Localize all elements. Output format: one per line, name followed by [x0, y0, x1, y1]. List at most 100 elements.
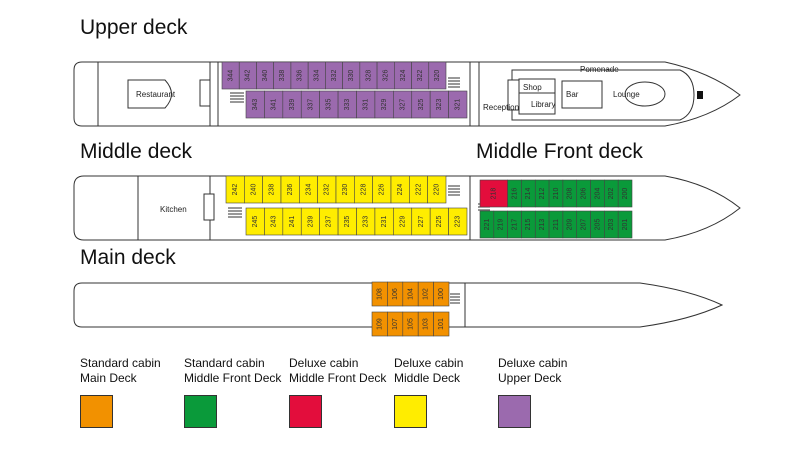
cabin-number: 207 [580, 219, 587, 231]
cabin-number: 241 [289, 216, 296, 228]
cabin-number: 342 [245, 70, 252, 82]
cabin-number: 326 [383, 70, 390, 82]
cabin-number: 230 [342, 184, 349, 196]
reception-label: Reception [483, 103, 519, 112]
cabin-number: 210 [553, 188, 560, 200]
cabin-number: 341 [270, 99, 277, 111]
cabin-number: 239 [307, 216, 314, 228]
legend-line1: Deluxe cabin [394, 356, 464, 370]
cabin-number: 330 [348, 70, 355, 82]
legend-swatch [498, 395, 531, 428]
cabin-number: 324 [400, 70, 407, 82]
cabin-number: 108 [377, 288, 384, 300]
cabin-number: 228 [360, 184, 367, 196]
legend-line1: Standard cabin [184, 356, 265, 370]
cabin-number: 336 [296, 70, 303, 82]
cabin-number: 204 [594, 188, 601, 200]
cabin-number: 332 [331, 70, 338, 82]
main-deck-title: Main deck [80, 246, 176, 269]
cabin-number: 339 [289, 99, 296, 111]
cabin-number: 240 [250, 184, 257, 196]
legend-swatch [80, 395, 113, 428]
cabin-number: 215 [525, 219, 532, 231]
cabin-number: 242 [232, 184, 239, 196]
legend-deluxe-upper: Deluxe cabin Upper Deck [498, 356, 608, 428]
legend-line2: Main Deck [80, 371, 137, 385]
legend-swatch [289, 395, 322, 428]
legend-line2: Middle Front Deck [184, 371, 282, 385]
cabin-number: 109 [377, 318, 384, 330]
cabin-number: 100 [438, 288, 445, 300]
cabin-number: 329 [381, 99, 388, 111]
kitchen-label: Kitchen [160, 205, 187, 214]
cabin-number: 238 [269, 184, 276, 196]
cabin-number: 220 [434, 184, 441, 196]
cabin-200 [617, 179, 633, 208]
cabin-number: 102 [423, 288, 430, 300]
cabin-number: 227 [418, 216, 425, 228]
cabin-number: 106 [392, 288, 399, 300]
cabin-number: 333 [344, 99, 351, 111]
cabin-number: 243 [270, 216, 277, 228]
legend-line2: Middle Deck [394, 371, 461, 385]
cabin-number: 340 [262, 70, 269, 82]
cabin-number: 223 [455, 216, 462, 228]
upper-deck-title: Upper deck [80, 16, 188, 39]
cabin-number: 213 [539, 219, 546, 231]
legend-deluxe-middle: Deluxe cabin Middle Deck [394, 356, 504, 428]
legend-line1: Deluxe cabin [289, 356, 359, 370]
cabin-number: 323 [436, 99, 443, 111]
cabin-number: 343 [252, 99, 259, 111]
library-label: Library [531, 100, 555, 109]
shop-label: Shop [523, 83, 542, 92]
cabin-number: 216 [511, 188, 518, 200]
cabin-number: 235 [344, 216, 351, 228]
cabin-number: 232 [324, 184, 331, 196]
cabin-number: 338 [279, 70, 286, 82]
cabin-number: 103 [423, 318, 430, 330]
cabin-number: 328 [365, 70, 372, 82]
cabin-number: 237 [326, 216, 333, 228]
legend-deluxe-middle-front: Deluxe cabin Middle Front Deck [289, 356, 399, 428]
legend-standard-main: Standard cabin Main Deck [80, 356, 190, 428]
legend-line1: Standard cabin [80, 356, 161, 370]
cabin-number: 211 [553, 219, 560, 230]
cabin-number: 203 [608, 219, 615, 231]
legend-line2: Upper Deck [498, 371, 562, 385]
cabin-201 [617, 210, 633, 239]
cabin-number: 231 [381, 216, 388, 228]
cabin-number: 331 [363, 99, 370, 111]
legend-swatch [394, 395, 427, 428]
cabin-100 [433, 281, 450, 307]
cabin-number: 233 [363, 216, 370, 228]
cabin-number: 236 [287, 184, 294, 196]
bar-label: Bar [566, 90, 579, 99]
cabin-number: 101 [438, 318, 445, 330]
cabin-number: 221 [484, 219, 491, 231]
legend-line1: Deluxe cabin [498, 356, 568, 370]
cabin-number: 327 [399, 99, 406, 111]
cabin-number: 105 [407, 318, 414, 330]
cabin-101 [433, 311, 450, 337]
cabin-number: 245 [252, 216, 259, 228]
cabin-number: 225 [436, 216, 443, 228]
cabin-number: 344 [227, 70, 234, 82]
restaurant-label: Restaurant [136, 90, 176, 99]
legend-line2: Middle Front Deck [289, 371, 387, 385]
cabin-320 [428, 61, 447, 90]
cabin-number: 334 [314, 70, 321, 82]
cabin-number: 229 [399, 216, 406, 228]
cabin-218 [479, 179, 508, 208]
anchor-mark [697, 91, 703, 99]
cabin-number: 335 [326, 99, 333, 111]
cabin-number: 206 [580, 188, 587, 200]
legend-standard-middle-front: Standard cabin Middle Front Deck [184, 356, 294, 428]
cabin-220 [427, 175, 447, 204]
cabin-number: 214 [525, 188, 532, 200]
cabin-number: 202 [608, 188, 615, 200]
cabin-number: 325 [418, 99, 425, 111]
cabin-number: 337 [307, 99, 314, 111]
middle-deck-title: Middle deck [80, 140, 193, 163]
